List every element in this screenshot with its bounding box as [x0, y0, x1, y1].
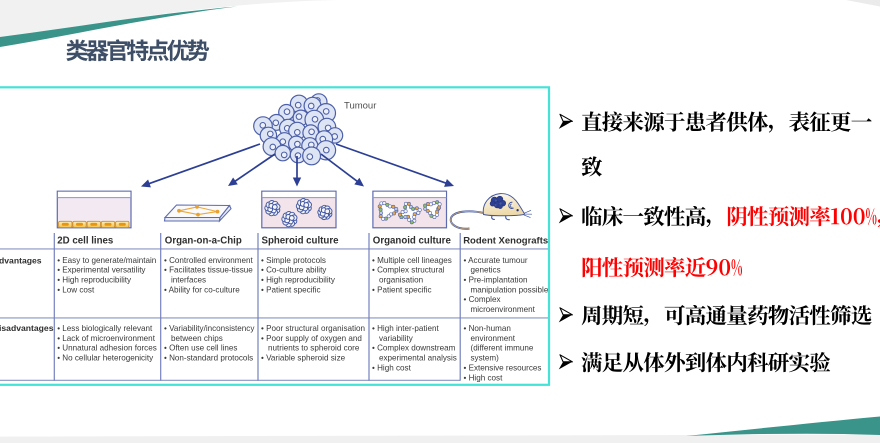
svg-text:microenvironment: microenvironment: [471, 305, 536, 314]
svg-text:variability: variability: [379, 334, 414, 343]
svg-text:interfaces: interfaces: [171, 276, 206, 285]
svg-text:genetics: genetics: [471, 266, 501, 275]
svg-text:• High reproducibility: • High reproducibility: [57, 276, 132, 285]
svg-text:Rodent Xenografts: Rodent Xenografts: [463, 235, 548, 246]
svg-text:• Poor supply of oxygen and: • Poor supply of oxygen and: [261, 334, 362, 343]
svg-text:• Lack of microenvironment: • Lack of microenvironment: [57, 334, 156, 343]
svg-text:• Controlled environment: • Controlled environment: [164, 256, 254, 265]
svg-text:environment: environment: [471, 334, 516, 343]
svg-text:system): system): [471, 354, 500, 363]
svg-text:• High reproducibility: • High reproducibility: [261, 276, 336, 285]
svg-text:• High cost: • High cost: [372, 363, 412, 372]
svg-text:• Complex: • Complex: [464, 295, 501, 304]
svg-text:(different immune: (different immune: [471, 344, 534, 353]
svg-text:organisation: organisation: [379, 276, 423, 285]
svg-text:• Non-human: • Non-human: [464, 324, 511, 333]
svg-text:Organoid culture: Organoid culture: [373, 235, 452, 246]
svg-text:• Simple protocols: • Simple protocols: [261, 256, 326, 265]
svg-text:• Variability/inconsistency: • Variability/inconsistency: [164, 324, 255, 333]
svg-text:• High cost: • High cost: [464, 373, 504, 382]
svg-text:• Extensive resources: • Extensive resources: [464, 363, 542, 372]
svg-text:Disadvantages: Disadvantages: [0, 323, 54, 333]
svg-text:• Facilitates tissue-tissue: • Facilitates tissue-tissue: [164, 266, 253, 275]
svg-text:• Pre-implantation: • Pre-implantation: [464, 276, 528, 285]
svg-text:• No cellular heterogenicity: • No cellular heterogenicity: [57, 354, 154, 363]
svg-text:• Ability for co-culture: • Ability for co-culture: [164, 285, 240, 294]
svg-text:manipulation possible: manipulation possible: [471, 285, 549, 294]
svg-text:• Easy to generate/maintain: • Easy to generate/maintain: [57, 256, 156, 265]
svg-text:• Unnatural adhesion forces: • Unnatural adhesion forces: [57, 344, 157, 353]
svg-text:• Poor structural organisation: • Poor structural organisation: [261, 324, 365, 333]
svg-text:nutrients to spheroid core: nutrients to spheroid core: [268, 344, 360, 353]
svg-text:• Patient specific: • Patient specific: [372, 285, 432, 294]
svg-text:• Less biologically relevant: • Less biologically relevant: [57, 324, 153, 333]
svg-text:• High inter-patient: • High inter-patient: [372, 324, 439, 333]
svg-text:• Accurate tumour: • Accurate tumour: [464, 256, 528, 265]
svg-text:Spheroid culture: Spheroid culture: [262, 235, 340, 246]
svg-text:Advantages: Advantages: [0, 255, 42, 265]
svg-text:2D cell lines: 2D cell lines: [57, 235, 113, 246]
svg-text:• Complex structural: • Complex structural: [372, 266, 445, 275]
svg-text:• Experimental versatility: • Experimental versatility: [57, 266, 146, 275]
svg-text:• Low cost: • Low cost: [57, 285, 95, 294]
svg-text:Organ-on-a-Chip: Organ-on-a-Chip: [165, 235, 242, 246]
svg-text:Tumour: Tumour: [344, 101, 376, 112]
svg-text:• Often use cell lines: • Often use cell lines: [164, 344, 237, 353]
svg-text:• Complex downstream: • Complex downstream: [372, 344, 456, 353]
svg-text:• Patient specific: • Patient specific: [261, 285, 321, 294]
svg-text:• Variable spheroid size: • Variable spheroid size: [261, 354, 346, 363]
svg-text:• Multiple cell lineages: • Multiple cell lineages: [372, 256, 452, 265]
svg-text:between chips: between chips: [171, 334, 223, 343]
svg-text:• Non-standard protocols: • Non-standard protocols: [164, 354, 253, 363]
svg-text:experimental analysis: experimental analysis: [379, 354, 457, 363]
svg-text:• Co-culture ability: • Co-culture ability: [261, 266, 327, 275]
